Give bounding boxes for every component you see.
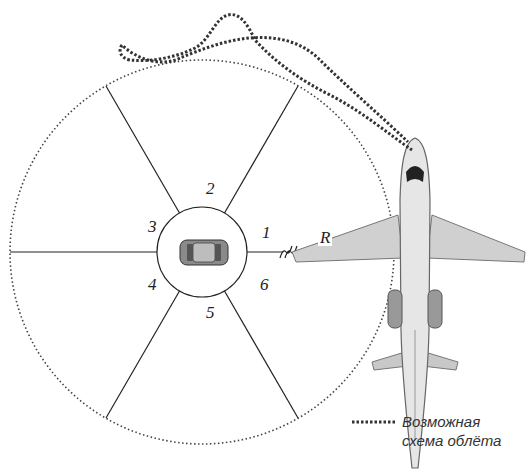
sector-number: 2: [206, 180, 215, 197]
car: [180, 240, 228, 265]
inner-circle: [157, 207, 247, 297]
airplane: [292, 138, 525, 468]
sector-number: 4: [148, 276, 157, 293]
legend-text: Возможная схема облёта: [402, 413, 501, 449]
sector-number: 3: [148, 218, 157, 235]
sector-number: 5: [206, 304, 215, 321]
radius-label: R: [318, 229, 332, 246]
legend-entry: Возможная схема облёта: [402, 412, 520, 450]
legend-sample: [352, 421, 397, 424]
sector-number: 6: [260, 276, 269, 293]
sector-number: 1: [262, 224, 271, 241]
flight-path: [120, 15, 412, 150]
